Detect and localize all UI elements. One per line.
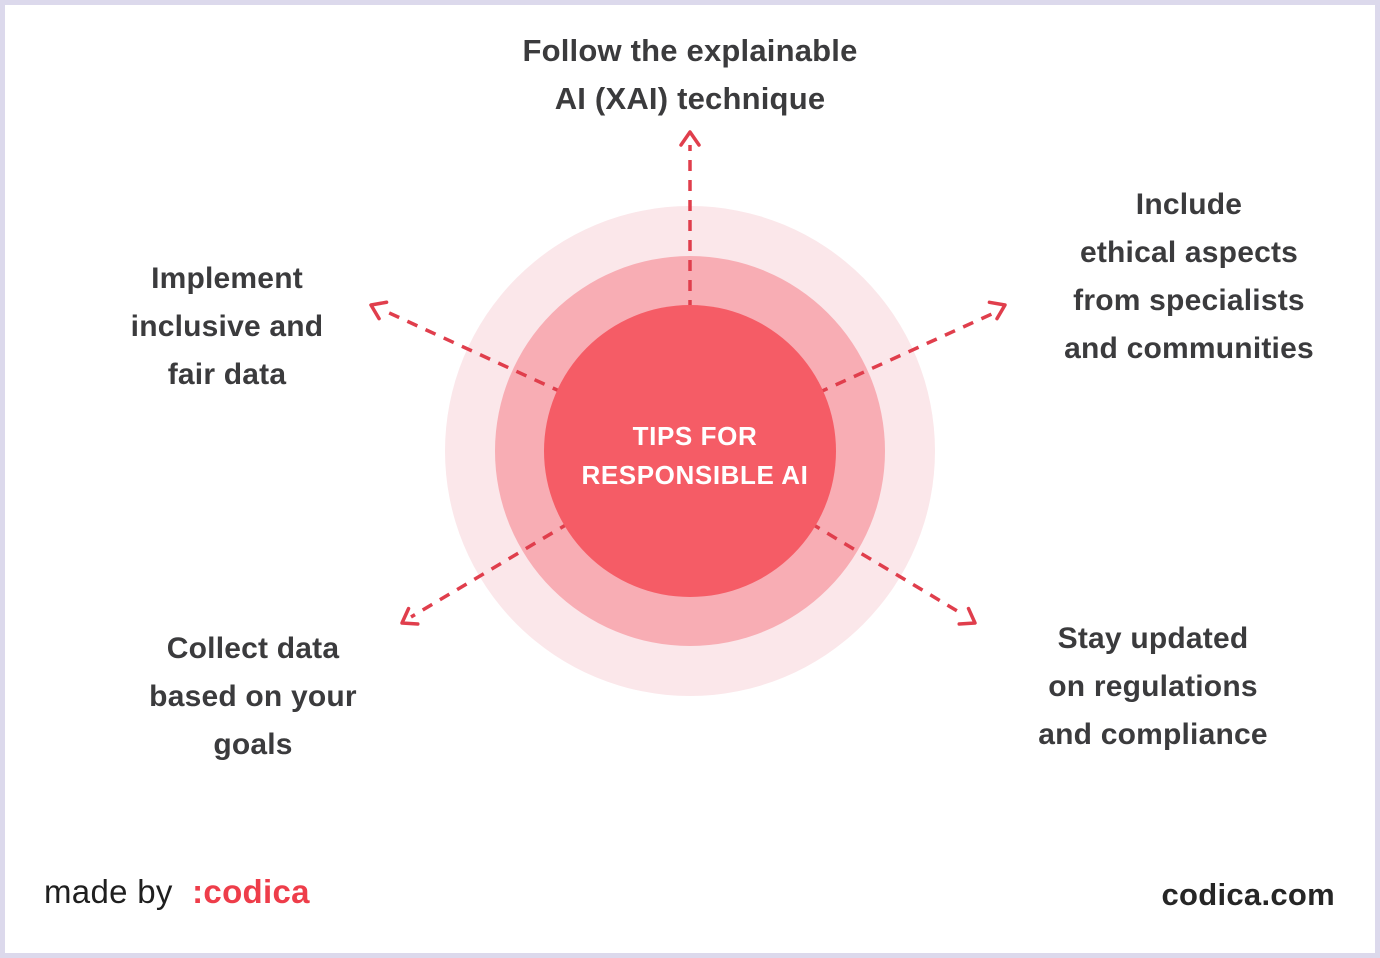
tip-label-explainable-ai: Follow the explainable AI (XAI) techniqu… <box>522 33 858 116</box>
arrowhead-lower-right <box>957 606 977 626</box>
codica-logo: :codica <box>192 873 310 910</box>
arrow-upper-left <box>384 309 691 453</box>
arrowhead-lower-left <box>400 606 420 626</box>
arrow-upper-right <box>689 311 995 453</box>
tip-label-regulations: Stay updated on regulations and complian… <box>1038 622 1268 751</box>
footer-credit: made by :codica <box>44 873 310 911</box>
tip-label-ethical-aspects: Include ethical aspects from specialists… <box>1064 188 1314 365</box>
arrow-lower-right <box>689 449 965 617</box>
arrowhead-top <box>679 130 701 147</box>
tips-diagram <box>369 130 1007 696</box>
tip-label-inclusive-data: Implement inclusive and fair data <box>130 262 324 391</box>
center-circle <box>544 305 836 597</box>
arrowhead-upper-left <box>369 300 389 321</box>
site-url: codica.com <box>1161 877 1335 912</box>
tip-label-collect-data: Collect data based on your goals <box>149 632 357 761</box>
center-title: TIPS FOR RESPONSIBLE AI <box>581 421 809 490</box>
made-by-label: made by <box>44 873 173 910</box>
arrow-lower-left <box>410 449 691 619</box>
arrowhead-upper-right <box>987 300 1007 321</box>
